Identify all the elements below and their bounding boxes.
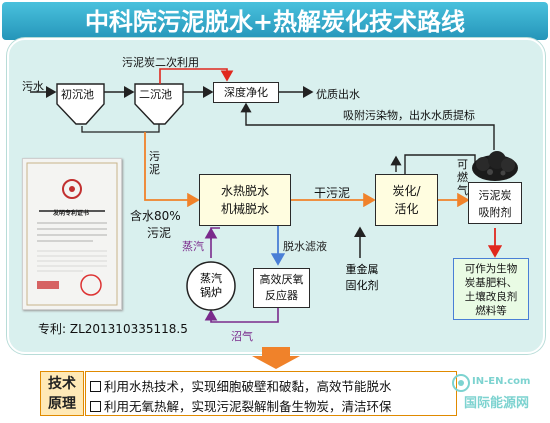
checkbox-icon (90, 401, 101, 412)
use-label-4: 燃料等 (475, 305, 507, 317)
cert-title-text: 发明专利证书 (52, 210, 89, 217)
use-label-2: 炭基肥料、 (464, 277, 518, 289)
adsorb-label: 吸附污染物，出水水质提标 (343, 109, 475, 122)
sludge-vertical-label: 污泥 (149, 150, 160, 176)
metal-label-2: 固化剂 (345, 279, 379, 292)
carb-label: 炭化/ (392, 184, 421, 198)
principle-tag-line1: 技术 (48, 376, 76, 392)
tank1-shape (56, 83, 105, 125)
moisture-label: 含水80% (130, 209, 181, 223)
anaerobic-label-1: 高效厌氧 (259, 273, 304, 286)
patent-certificate-image (22, 158, 122, 310)
tank1-label: 初沉池 (61, 88, 94, 101)
watermark-logo-icon (452, 374, 470, 392)
hydro-dewater-box: 水热脱水 机械脱水 (199, 174, 291, 226)
mech-label: 机械脱水 (220, 202, 269, 216)
down-big-arrow (252, 347, 300, 369)
certificate-graphic (26, 162, 118, 306)
checkbox-icon (90, 381, 101, 392)
principle-text-2: 利用无氧热解，实现污泥裂解制备生物炭，清洁环保 (104, 399, 392, 414)
title-banner (2, 2, 548, 40)
principle-tag-line2: 原理 (48, 396, 76, 412)
principle-tag: 技术 原理 (40, 371, 84, 416)
watermark-url: IN-EN.com (472, 376, 531, 387)
inlet-label: 污水 (22, 80, 44, 93)
gas-vertical-label: 可燃气 (457, 158, 468, 197)
carbonization-box: 炭化/ 活化 (375, 174, 438, 226)
boiler-label-2: 锅炉 (200, 286, 222, 299)
principle-line-2: 利用无氧热解，实现污泥裂解制备生物炭，清洁环保 (90, 396, 392, 415)
biochar-image (472, 151, 518, 181)
dry-sludge-label: 干污泥 (314, 186, 351, 200)
steam-label: 蒸汽 (182, 240, 204, 253)
tank2-shape (134, 83, 184, 125)
recycle-arrow (159, 68, 234, 84)
anaerobic-label-2: 反应器 (265, 289, 298, 302)
use-label-3: 土壤改良剂 (464, 291, 518, 303)
quality-water-label: 优质出水 (316, 88, 360, 101)
deep-purification-box: 深度净化 (213, 82, 279, 103)
tank2-label: 二沉池 (139, 88, 172, 101)
boiler-circle (186, 261, 236, 311)
watermark-name: 国际能源网 (464, 396, 530, 411)
use-label-1: 可作为生物 (464, 263, 518, 275)
biogas-label: 沼气 (231, 330, 253, 343)
filtrate-label: 脱水滤液 (283, 240, 327, 253)
char-label-2: 吸附剂 (478, 206, 512, 219)
steam-line (210, 227, 220, 258)
principle-text-1: 利用水热技术，实现细胞破壁和破黏，高效节能脱水 (104, 379, 392, 394)
hydro-label: 水热脱水 (220, 184, 269, 198)
boiler-text: 蒸汽 锅炉 (195, 272, 227, 300)
principle-box: 利用水热技术，实现细胞破壁和破黏，高效节能脱水 利用无氧热解，实现污泥裂解制备生… (85, 371, 457, 416)
char-adsorb-arrow (240, 102, 495, 150)
page-title: 中科院污泥脱水+热解炭化技术路线 (84, 8, 466, 36)
principle-line-1: 利用水热技术，实现细胞破壁和破黏，高效节能脱水 (90, 376, 392, 395)
carb-gas-loop (404, 154, 476, 175)
activation-label: 活化 (394, 202, 419, 216)
biogas-arrow (204, 308, 279, 323)
biochar-box: 污泥炭 吸附剂 (468, 182, 522, 224)
boiler-label-1: 蒸汽 (200, 272, 222, 285)
moisture-label-2: 污泥 (147, 226, 172, 240)
use-box: 可作为生物 炭基肥料、 土壤改良剂 燃料等 (453, 258, 529, 320)
metal-binder-text: 重金属 固化剂 (340, 262, 384, 294)
return-line (81, 124, 160, 133)
metal-label-1: 重金属 (345, 263, 379, 276)
sludge-orange-arrow (144, 132, 200, 208)
recycle-label: 污泥炭二次利用 (122, 56, 199, 69)
patent-number: 专利: ZL201310335118.5 (38, 322, 188, 336)
char-label-1: 污泥炭 (478, 189, 512, 202)
anaerobic-reactor-box: 高效厌氧 反应器 (253, 268, 310, 308)
